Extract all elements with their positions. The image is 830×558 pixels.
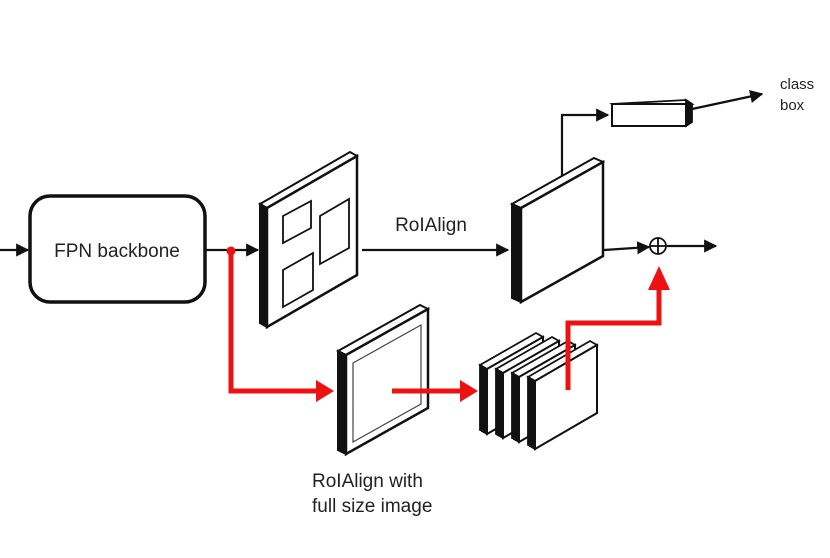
red-arrowhead xyxy=(316,380,334,402)
full-size-label-line2: full size image xyxy=(312,496,432,517)
roi-feature-block xyxy=(509,156,606,305)
mask-slab xyxy=(526,339,599,451)
roi-to-sum-arrow xyxy=(603,241,651,255)
fpn-backbone-block: FPN backbone xyxy=(28,194,207,304)
feature-region xyxy=(282,251,314,309)
box-output-label: box xyxy=(780,97,805,114)
head-cuboid xyxy=(609,98,695,128)
to-head-arrow xyxy=(560,108,610,182)
mask-feature-stack xyxy=(478,331,599,451)
sum-operator xyxy=(649,237,667,255)
red-branch xyxy=(226,246,670,402)
fpn-feature-map xyxy=(257,150,360,330)
feature-region xyxy=(282,199,312,245)
red-up-line xyxy=(565,288,662,390)
fpn-backbone-label: FPN backbone xyxy=(54,241,180,262)
class-output-label: class xyxy=(780,76,814,93)
red-branch-line xyxy=(228,251,318,394)
full-size-label-line1: RoIAlign with xyxy=(312,471,423,492)
red-arrowhead xyxy=(648,266,670,290)
roialign-label: RoIAlign xyxy=(395,215,467,236)
full-size-roialign-block xyxy=(335,303,431,457)
black-connectors xyxy=(0,90,764,257)
feature-region xyxy=(319,197,350,266)
head-output-arrow xyxy=(691,90,764,111)
red-arrowhead xyxy=(460,380,478,402)
